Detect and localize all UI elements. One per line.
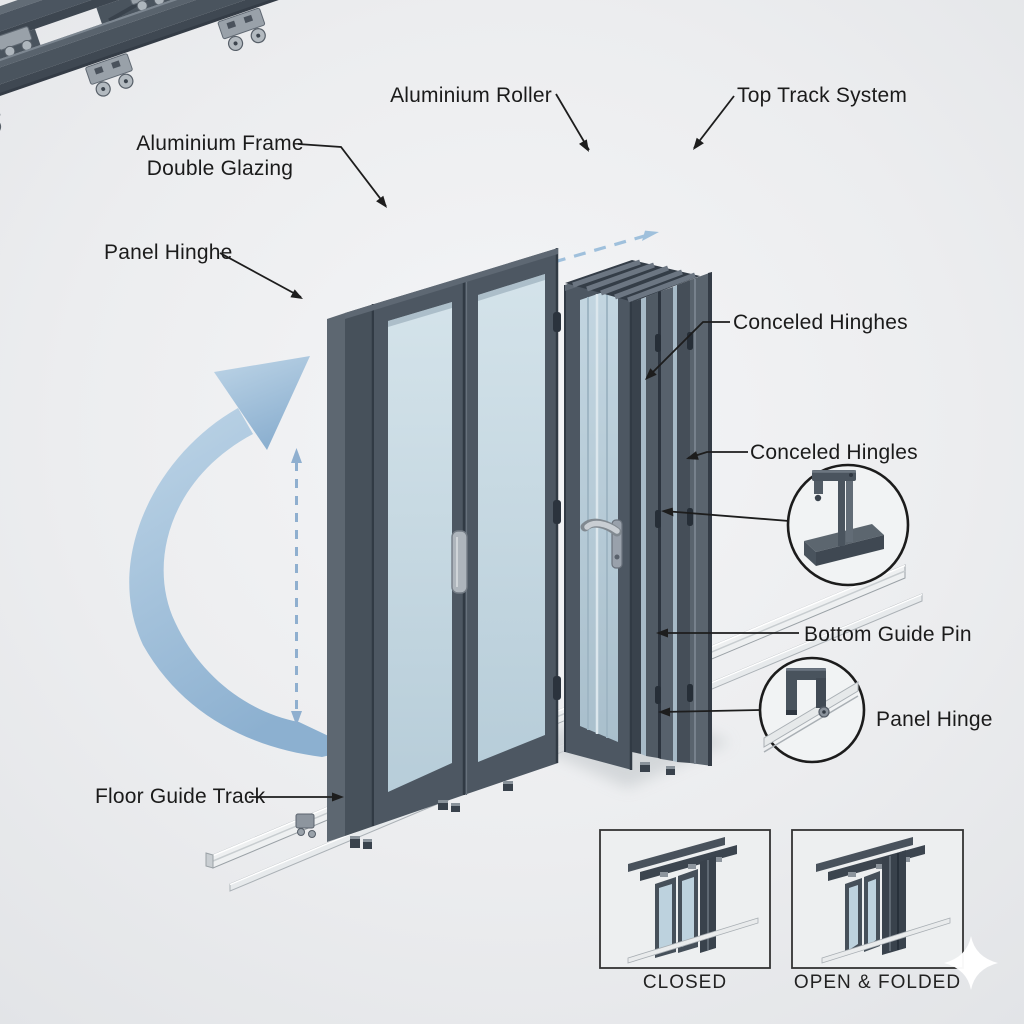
floor-guide-block — [295, 813, 316, 838]
sparkle-icon — [944, 936, 998, 990]
folded-panels-top — [565, 259, 700, 303]
leader-lines — [219, 93, 799, 802]
top-track-illustration — [0, 0, 360, 135]
aluminium-roller-carriages — [0, 7, 266, 135]
caption-closed: CLOSED — [642, 972, 728, 993]
folded-panel-stack — [632, 272, 712, 766]
label-conceled-hinghes: Conceled Hinghes — [733, 311, 908, 334]
label-aluminium-roller: Aluminium Roller — [390, 84, 552, 107]
label-aluminium-frame: Aluminium Frame — [136, 132, 304, 155]
door-panels-illustration — [327, 248, 712, 849]
inset-closed — [599, 829, 771, 969]
door-bar-handle — [451, 530, 468, 594]
label-bottom-guide-pin: Bottom Guide Pin — [804, 623, 972, 646]
label-panel-hinghe: Panel Hinghe — [104, 241, 233, 264]
vertical-dashed-arrow — [291, 448, 302, 726]
label-top-track-system: Top Track System — [737, 84, 908, 107]
lever-handle — [580, 518, 623, 569]
detail-circle-panel-hinge — [758, 656, 866, 764]
open-panel — [564, 262, 633, 770]
panel-feet — [350, 762, 675, 849]
label-conceled-hingles: Conceled Hingles — [750, 441, 918, 464]
label-panel-hinge: Panel Hinge — [876, 708, 993, 731]
label-floor-guide-track: Floor Guide Track — [95, 785, 266, 808]
detail-circle-guide-pin — [786, 463, 910, 587]
caption-open-folded: OPEN & FOLDED — [793, 972, 962, 993]
label-double-glazing: Double Glazing — [146, 157, 294, 180]
inset-open-folded — [791, 829, 964, 969]
swing-direction-arrow — [129, 356, 356, 757]
